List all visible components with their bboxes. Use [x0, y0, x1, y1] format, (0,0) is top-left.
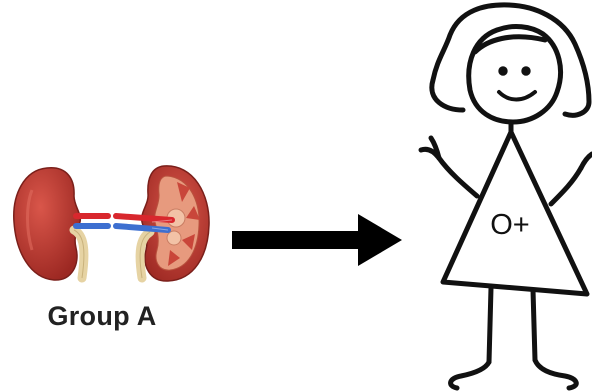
left-arm [439, 158, 477, 196]
kidneys-icon [12, 160, 212, 285]
recipient-stick-figure-icon [405, 0, 592, 392]
left-kidney [14, 168, 81, 280]
right-arm [551, 168, 581, 204]
left-leg [489, 288, 491, 362]
right-leg [533, 290, 535, 360]
right-artery [116, 216, 172, 220]
right-arrow-icon [230, 212, 405, 268]
donor-blood-group-label: Group A [12, 301, 192, 332]
recipient-blood-type-label: O+ [470, 209, 550, 242]
